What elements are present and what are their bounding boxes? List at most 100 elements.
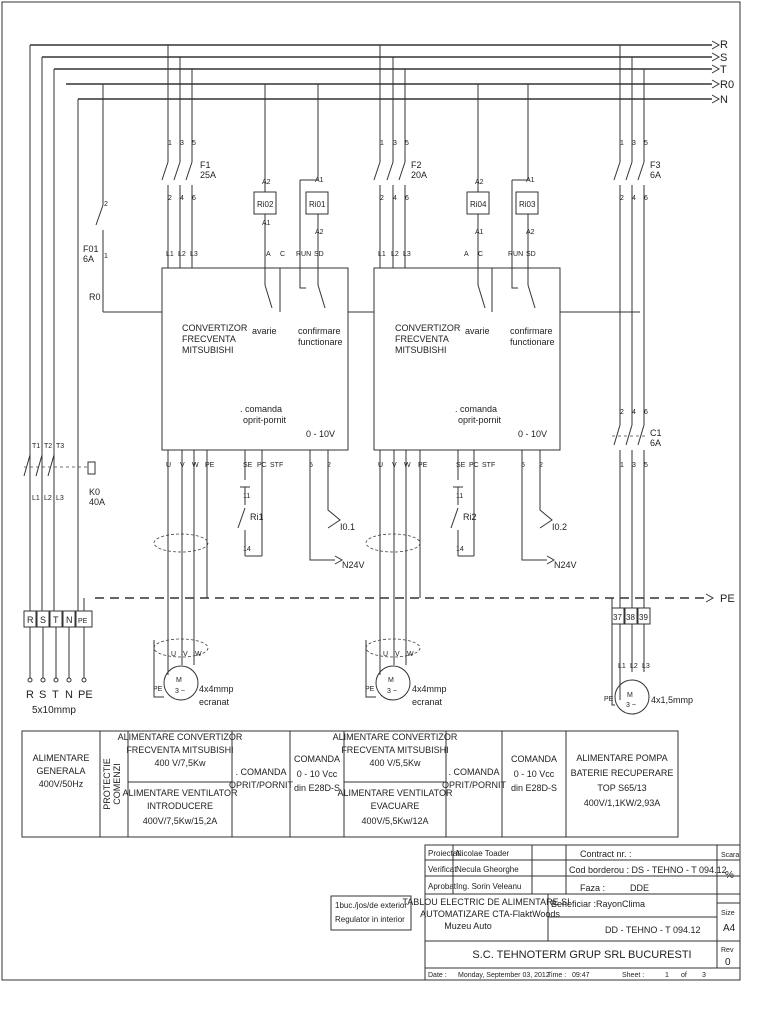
tb-date-label: Date : [428,972,447,979]
ri1-14: 14 [243,546,251,553]
tb-rev: 0 [725,957,731,968]
title-block-border [424,844,741,981]
f3-contact-1 [613,161,621,181]
vfd-1-avarie-contact [264,284,273,309]
bus-arrow-r0 [711,79,721,89]
vfd-2-body [373,267,561,451]
vfd1-c: C [280,251,285,258]
c1-contact-3 [637,424,645,446]
f3-pin-3: 3 [632,140,636,147]
k0-l3: L3 [56,495,64,502]
f2-pin-3: 3 [393,140,397,147]
vfd-2-5: 5 [521,462,525,469]
tb-contract: Contract nr. : [580,849,632,859]
motor-2-v: V [395,651,400,658]
feed-end-s [40,677,46,683]
bus-label-r: R [720,39,728,51]
tb-proiectat: Nicolae Toader [456,849,510,858]
k0-name: K0 [89,487,100,497]
f01-pin-top: 2 [104,201,108,208]
vfd-1-title-3: MITSUBISHI [182,345,234,355]
f3-pin-4: 4 [632,195,636,202]
f1-pin-1: 1 [168,140,172,147]
tb-company: S.C. TEHNOTERM GRUP SRL BUCURESTI [472,949,691,961]
legend-c6a-l3: 400 V/5,5Kw [369,758,421,768]
legend-c9-l4: 400V/1,1KW/2,93A [584,798,661,808]
pe-bus: PE [95,593,735,605]
tb-size-label: Size [721,910,735,917]
k0-rating: 40A [89,497,105,507]
feed-n: N [65,689,73,701]
f1-pin-4: 4 [180,195,184,202]
f2-contact-1 [373,161,381,181]
motor-1-cable-2: ecranat [199,697,230,707]
c1-pin-5: 5 [644,462,648,469]
tb-title-2: AUTOMATIZARE CTA-FlaktWoods [420,909,560,919]
f3-pin-6: 6 [644,195,648,202]
vfd2-run: RUN [508,251,523,258]
vfd-2-title-3: MITSUBISHI [395,345,447,355]
legend-c3a-l1: ALIMENTARE CONVERTIZOR [118,732,243,742]
motor-2-u: U [383,651,388,658]
ri1-label: Ri1 [250,512,264,522]
vfd-1-confirm-1: confirmare [298,326,341,336]
bus-arrow-r [711,40,721,50]
relay-group-2: Ri04 A2 A1 Ri03 A1 A2 A C RUN SD [464,84,539,268]
motor-3-pe-label: PE [604,696,614,703]
motor-2-m: M [388,677,394,684]
motor-1-phase: 3 ~ [175,688,185,695]
vfd-2-title-2: FRECVENTA [395,334,449,344]
f01-rating: 6A [83,254,94,264]
n24v-2-label: N24V [554,560,577,570]
k0-coil [87,461,96,475]
terminal-38-label: 38 [626,613,635,622]
f1-l1: L1 [166,251,174,258]
f3-contact-2 [625,161,633,181]
pe-arrow [705,593,715,603]
vfd-1-range: 0 - 10V [306,429,335,439]
vfd-2-stf: STF [482,462,495,469]
vfd1-a: A [266,251,271,258]
strip-s-label: S [40,615,46,625]
f3-pin-1: 1 [620,140,624,147]
tb-drawing-no: DD - TEHNO - T 094.12 [605,925,701,935]
motor-2-cable-1: 4x4mmp [412,684,447,694]
bus-arrow-n [711,94,721,104]
terminal-39 [637,607,651,625]
c1-pin-6: 6 [644,409,648,416]
c1-pin-1: 1 [620,462,624,469]
f3-contact-3 [637,161,645,181]
f2-contact-3 [398,161,406,181]
motor-1-pe-label: PE [153,686,163,693]
main-terminal-strip: R S T N PE R S T N PE 5x10mmp [23,598,93,716]
feed-s: S [39,689,46,701]
terminal-38 [624,607,638,625]
ri2-contact [450,507,459,529]
c1-pin-3: 3 [632,462,636,469]
k0-l1: L1 [32,495,40,502]
f01-pin-bottom: 1 [104,253,108,260]
ri01-a2: A2 [315,229,324,236]
ri02-a2: A2 [262,179,271,186]
note-line-2: Regulator in interior [335,915,405,924]
vfd2-sd: SD [526,251,536,258]
pump-l3: L3 [642,663,650,670]
feed-size: 5x10mmp [32,705,76,716]
contactor-k0: T1 T2 T3 L1 L2 L3 K0 40A [23,443,105,507]
tb-title-1: TABLOU ELECTRIC DE ALIMENTARE SI [402,897,569,907]
vfd-1-cmd-2: oprit-pornit [243,415,287,425]
legend-c5-l1: COMANDA [294,754,340,764]
vfd2-c: C [478,251,483,258]
motor-3-cable: 4x1,5mmp [651,695,693,705]
tb-aprobat-label: Aprobat [428,882,457,891]
ri02-label: Ri02 [257,200,274,209]
vfd-2-outputs: U V W PE SE PC STF 5 2 11 14 Ri2 N24V I0… [365,450,577,675]
legend-c8-l1: COMANDA [511,754,557,764]
tb-proiectat-label: Proiectat [428,849,460,858]
f1-l3: L3 [190,251,198,258]
k0-contact-1 [23,454,31,477]
vfd-2-w-label: W [404,462,411,469]
motor-1: M 3 ~ PE U V W 4x4mmp ecranat [153,638,234,707]
vfd-2-cmd-2: oprit-pornit [458,415,502,425]
motor-1-body [163,665,199,701]
